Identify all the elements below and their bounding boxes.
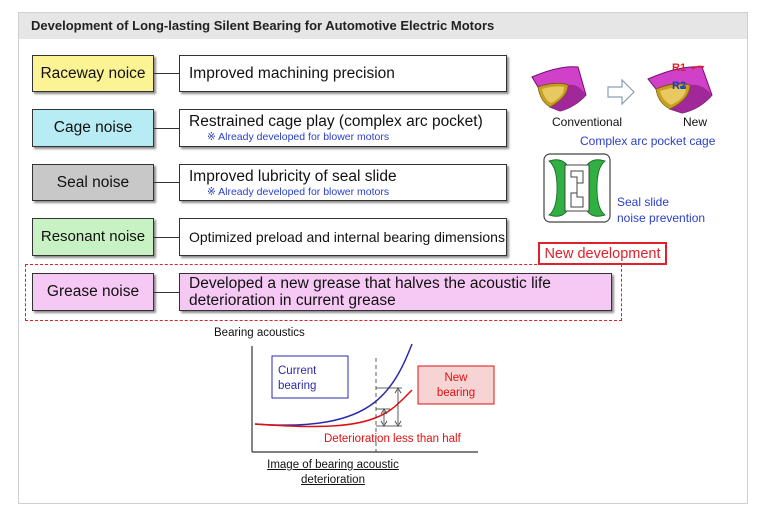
chart-caption-line2: deterioration: [301, 474, 365, 486]
figure-title: Development of Long-lasting Silent Beari…: [31, 18, 495, 33]
connector-cage: [154, 128, 179, 129]
right-arrow-icon: [607, 78, 635, 106]
current-bearing-curve: [254, 343, 413, 426]
desc-box-grease: Developed a new grease that halves the a…: [179, 273, 612, 311]
conventional-cage-image: [531, 66, 587, 112]
chart-ylabel: Bearing acoustics: [214, 327, 305, 339]
chart-caption-line1: Image of bearing acoustic: [267, 459, 399, 471]
connector-raceway: [154, 73, 179, 74]
seal-caption-line1: Seal slide: [617, 195, 670, 209]
noise-box-cage: Cage noise: [32, 109, 154, 147]
desc-cage: Restrained cage play (complex arc pocket…: [189, 113, 483, 130]
current-bearing-label-box: [271, 355, 349, 399]
new-bearing-label-box: [417, 365, 495, 405]
connector-grease: [154, 292, 179, 293]
connector-seal: [154, 182, 179, 183]
cage-illustration: R1 R2: [531, 62, 713, 114]
desc-box-seal: Improved lubricity of seal slide ※ Alrea…: [179, 164, 507, 201]
noise-box-grease: Grease noise: [32, 273, 154, 311]
desc-resonant: Optimized preload and internal bearing d…: [189, 229, 505, 245]
current-label-line1: Current: [278, 365, 317, 377]
new-label-line2: bearing: [437, 387, 475, 399]
r2-label: R2: [672, 80, 686, 92]
deterioration-annotation: Deterioration less than half: [324, 433, 462, 445]
noise-box-seal: Seal noise: [32, 164, 154, 201]
conventional-label: Conventional: [552, 115, 623, 129]
current-label-line2: bearing: [278, 380, 316, 392]
new-cage-image: [647, 65, 713, 114]
r1-label: R1: [672, 62, 686, 74]
noise-box-raceway: Raceway noice: [32, 55, 154, 92]
noise-box-resonant: Resonant noise: [32, 218, 154, 256]
desc-seal: Improved lubricity of seal slide: [189, 168, 397, 185]
seal-illustration: [543, 153, 611, 223]
seal-caption-line2: noise prevention: [617, 211, 706, 225]
cage-caption: Complex arc pocket cage: [580, 134, 716, 148]
new-development-label: New development: [538, 242, 667, 265]
title-bar: Development of Long-lasting Silent Beari…: [19, 13, 747, 39]
desc-raceway: Improved machining precision: [189, 65, 395, 82]
new-bearing-curve: [254, 389, 413, 428]
new-development-frame: [25, 264, 622, 321]
desc-grease-line1: Developed a new grease that halves the a…: [189, 275, 551, 292]
desc-box-resonant: Optimized preload and internal bearing d…: [179, 218, 507, 256]
new-label: New: [683, 115, 708, 129]
acoustic-chart: Bearing acoustics Current bearing New be…: [214, 327, 495, 453]
desc-box-cage: Restrained cage play (complex arc pocket…: [179, 109, 507, 147]
new-label-line1: New: [444, 372, 468, 384]
desc-box-raceway: Improved machining precision: [179, 55, 507, 92]
connector-resonant: [154, 237, 179, 238]
note-seal: ※ Already developed for blower motors: [207, 186, 390, 198]
note-cage: ※ Already developed for blower motors: [207, 131, 390, 143]
desc-grease-line2: deterioration in current grease: [189, 292, 396, 309]
